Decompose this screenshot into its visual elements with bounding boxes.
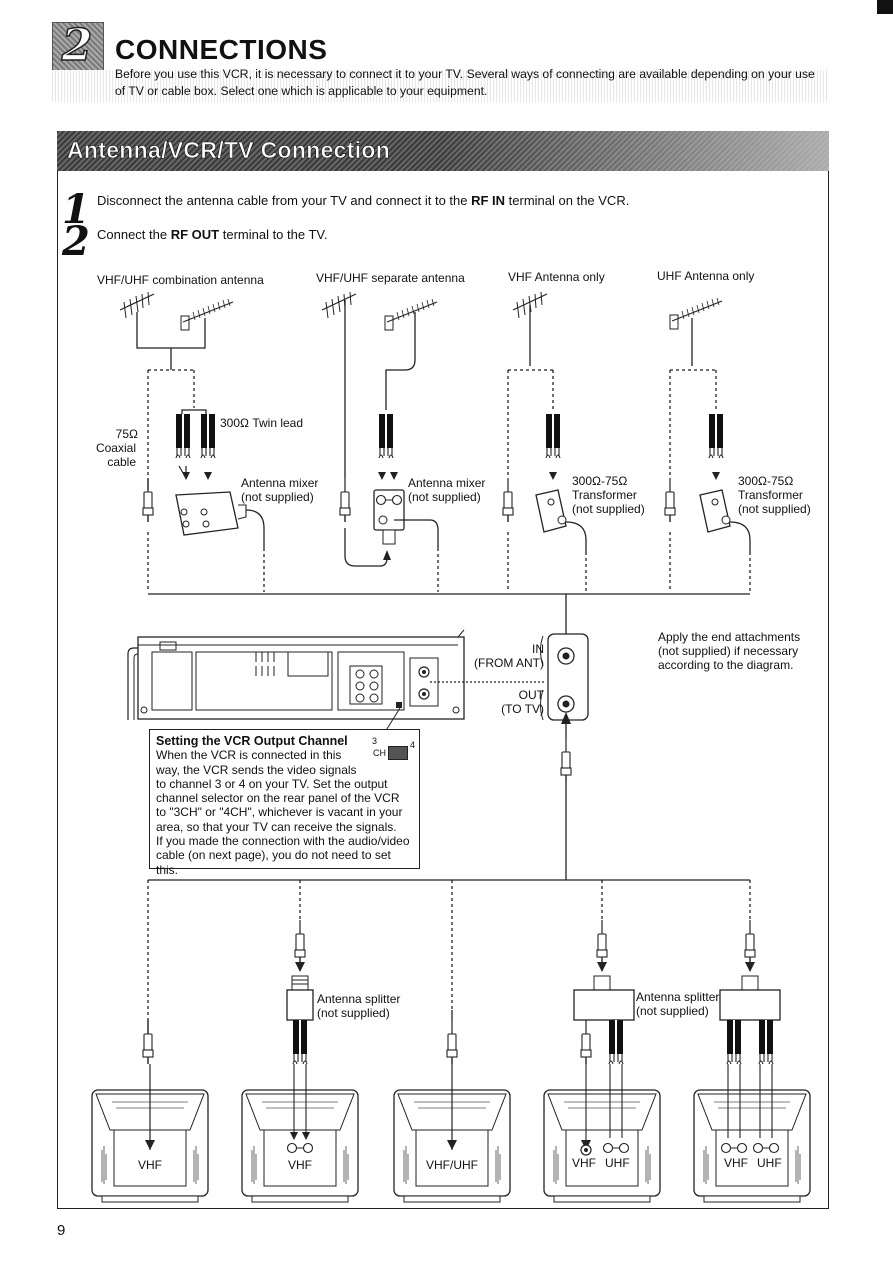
mixer-label-2: Antenna mixer	[408, 476, 486, 490]
tv-2-label: VHF	[288, 1158, 312, 1172]
twin-lead-label: 300Ω Twin lead	[220, 416, 304, 430]
channel-switch-icon	[388, 746, 408, 760]
tv-5-label-vhf: VHF	[724, 1156, 748, 1170]
rf-out-sublabel: (TO TV)	[501, 702, 544, 716]
transformer-label-1b: Transformer	[572, 488, 637, 502]
rf-in-sublabel: (FROM ANT)	[474, 656, 544, 670]
antenna-vhf-label: VHF Antenna only	[508, 270, 605, 284]
antenna-mixer-icon	[373, 489, 405, 545]
tv-4-label-vhf: VHF	[572, 1156, 596, 1170]
transformer-label-2c: (not supplied)	[738, 502, 811, 516]
antenna-icon	[119, 291, 723, 331]
transformer-icon	[699, 489, 731, 533]
mixer-label-2b: (not supplied)	[408, 490, 481, 504]
apply-note-line1: Apply the end attachments	[658, 630, 801, 644]
rf-in-label: IN	[532, 642, 544, 656]
step-1-number: 1	[62, 186, 90, 233]
rf-out-label: OUT	[518, 688, 544, 702]
transformer-icon	[535, 489, 567, 533]
splitter-label-1: Antenna splitter	[317, 992, 401, 1006]
tv-4-label-uhf: UHF	[605, 1156, 630, 1170]
note-line: If you made the connection with the audi…	[156, 834, 410, 849]
chapter-number: 2	[61, 19, 93, 72]
antenna-mixer-icon	[175, 491, 247, 536]
section-title-fade	[440, 131, 829, 171]
note-title: Setting the VCR Output Channel	[156, 734, 348, 748]
splitter-label-2: Antenna splitter	[636, 990, 720, 1004]
ch-4-label: 4	[410, 740, 416, 750]
ch-label: CH	[373, 748, 386, 758]
output-channel-note: Setting the VCR Output Channel When the …	[149, 729, 420, 877]
coax-label-line3: cable	[107, 455, 136, 469]
note-line: channel selector on the rear panel of th…	[156, 791, 400, 806]
transformer-label-2: 300Ω-75Ω	[738, 474, 794, 488]
apply-note-line3: according to the diagram.	[658, 658, 794, 672]
splitter-label-1b: (not supplied)	[317, 1006, 390, 1020]
apply-note-line2: (not supplied) if necessary	[658, 644, 799, 658]
step-1-text: Disconnect the antenna cable from your T…	[97, 193, 630, 208]
ch-3-label: 3	[372, 736, 378, 746]
note-line: cable (on next page), you do not need to…	[156, 848, 391, 877]
mixer-label-1b: (not supplied)	[241, 490, 314, 504]
transformer-label-2b: Transformer	[738, 488, 803, 502]
note-line: to "3CH" or "4CH", whichever is vacant i…	[156, 805, 403, 820]
chapter-title: CONNECTIONS	[115, 34, 328, 65]
tv-1-label: VHF	[138, 1158, 162, 1172]
corner-tab-mark	[877, 0, 893, 14]
note-line: area, so that your TV can receive the si…	[156, 819, 397, 834]
coax-label-line1: 75Ω	[115, 427, 138, 441]
tv-3-label: VHF/UHF	[426, 1158, 478, 1172]
rf-terminal-panel	[540, 633, 589, 721]
intro-band	[52, 70, 827, 102]
transformer-label-1: 300Ω-75Ω	[572, 474, 628, 488]
vcr-rear-panel	[127, 629, 465, 720]
section-title: Antenna/VCR/TV Connection	[67, 137, 391, 164]
transformer-label-1c: (not supplied)	[572, 502, 645, 516]
antenna-uhf-label: UHF Antenna only	[657, 269, 755, 283]
coax-label-line2: Coaxial	[95, 441, 136, 455]
note-line: to channel 3 or 4 on your TV. Set the ou…	[156, 776, 388, 791]
tv-5-label-uhf: UHF	[757, 1156, 782, 1170]
step-2-text: Connect the RF OUT terminal to the TV.	[97, 227, 328, 242]
intro-text: Before you use this VCR, it is necessary…	[115, 67, 815, 98]
note-line: When the VCR is connected in this	[156, 748, 342, 763]
mixer-label-1: Antenna mixer	[241, 476, 319, 490]
antenna-combo-label: VHF/UHF combination antenna	[97, 273, 264, 287]
page-number: 9	[57, 1222, 66, 1239]
splitter-label-2b: (not supplied)	[636, 1004, 709, 1018]
antenna-separate-label: VHF/UHF separate antenna	[316, 271, 465, 285]
step-2-number: 2	[62, 218, 90, 265]
note-line: way, the VCR sends the video signals	[156, 762, 357, 777]
